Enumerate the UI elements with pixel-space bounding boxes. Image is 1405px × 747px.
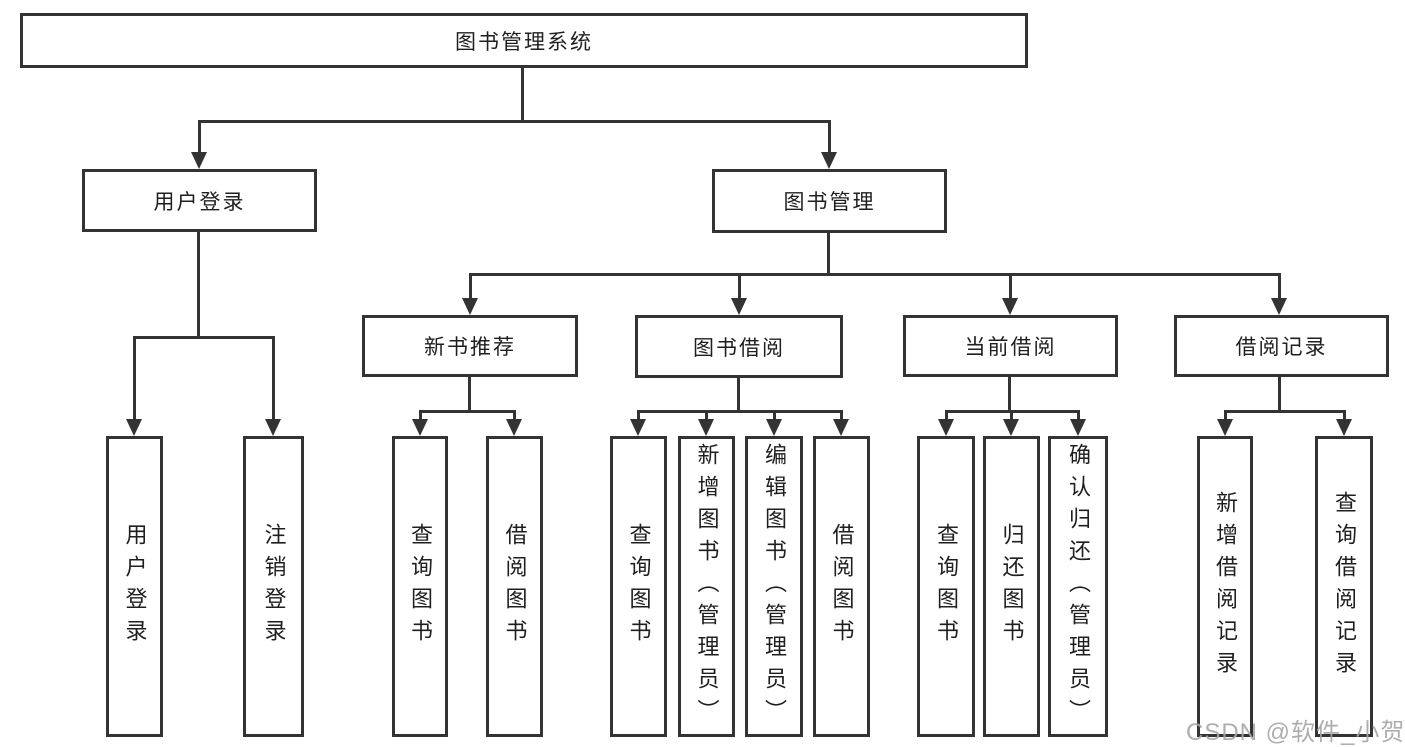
arrow-new-rec: [462, 298, 478, 315]
node-book-management: 图书管理: [712, 169, 947, 233]
edge-user-login-stem: [197, 230, 200, 338]
edge-drop-bb-edit: [773, 410, 776, 423]
edge-records-stem: [1278, 375, 1281, 413]
arrow-nr-query: [412, 419, 428, 436]
node-user-login: 用户登录: [82, 169, 317, 232]
arrow-cb-confirm: [1070, 419, 1086, 436]
edge-drop-leaf-logout: [272, 336, 275, 422]
edge-drop-cb-query: [945, 410, 948, 423]
arrow-user-login: [191, 152, 207, 169]
leaf-borrow-query-books: 查询图书: [610, 436, 667, 737]
arrow-book-mgmt: [821, 152, 837, 169]
arrow-nr-borrow: [506, 419, 522, 436]
edge-drop-book-mgmt: [828, 120, 831, 156]
edge-book-mgmt-stem: [827, 231, 830, 275]
edge-borrow-stem: [737, 376, 740, 413]
edge-drop-nr-query: [419, 410, 422, 423]
node-current-borrow: 当前借阅: [903, 315, 1118, 377]
edge-level1-branch: [198, 120, 830, 123]
leaf-newrec-query-books: 查询图书: [392, 436, 448, 737]
node-book-management-label: 图书管理: [783, 191, 876, 214]
edge-drop-records: [1278, 273, 1281, 301]
leaf-query-borrow-record: 查询借阅记录: [1315, 436, 1373, 737]
leaf-newrec-borrow-books: 借阅图书: [486, 436, 543, 737]
node-book-borrow: 图书借阅: [635, 315, 843, 378]
edge-user-login-branch: [133, 336, 273, 339]
arrow-borrow: [731, 298, 747, 315]
node-current-borrow-label: 当前借阅: [964, 336, 1057, 359]
leaf-add-borrow-record: 新增借阅记录: [1197, 436, 1253, 737]
leaf-confirm-return-admin: 确认归还（管理员）: [1048, 436, 1108, 737]
arrow-bb-borrow: [833, 419, 849, 436]
edge-drop-bb-borrow: [840, 410, 843, 423]
node-library-system-label: 图书管理系统: [455, 30, 593, 54]
arrow-leaf-logout: [265, 419, 281, 436]
leaf-user-login-label: 用户登录: [122, 522, 148, 651]
edge-new-rec-stem: [468, 375, 471, 413]
leaf-borrow-borrow-books: 借阅图书: [813, 436, 870, 737]
edge-records-branch: [1224, 410, 1345, 413]
leaf-return-book-label: 归还图书: [999, 522, 1025, 651]
arrow-bb-query: [630, 419, 646, 436]
leaf-return-book: 归还图书: [983, 436, 1040, 737]
leaf-borrow-query-books-label: 查询图书: [626, 522, 652, 651]
edge-drop-user-login: [198, 120, 201, 156]
arrow-leaf-user-login: [126, 419, 142, 436]
edge-new-rec-branch: [419, 410, 515, 413]
edge-drop-new-rec: [469, 273, 472, 301]
edge-level3-branch: [469, 273, 1281, 276]
edge-drop-bb-add: [705, 410, 708, 423]
edge-drop-nr-borrow: [513, 410, 516, 423]
watermark-text: CSDN @软件_小贺同学: [1186, 719, 1405, 746]
edge-drop-bb-query: [637, 410, 640, 423]
leaf-current-query-books: 查询图书: [917, 436, 975, 737]
node-borrow-records-label: 借阅记录: [1235, 336, 1328, 359]
leaf-current-query-books-label: 查询图书: [934, 522, 959, 651]
node-new-book-recommend: 新书推荐: [362, 315, 578, 377]
leaf-borrow-borrow-books-label: 借阅图书: [829, 522, 855, 651]
arrow-bb-add: [698, 419, 714, 436]
arrow-cb-query: [938, 419, 954, 436]
arrow-records: [1271, 298, 1287, 315]
arrow-bb-edit: [766, 419, 782, 436]
leaf-query-borrow-record-label: 查询借阅记录: [1332, 490, 1357, 683]
leaf-confirm-return-admin-label: 确认归还（管理员）: [1066, 442, 1091, 731]
edge-drop-borrow: [738, 273, 741, 301]
leaf-edit-book-admin-label: 编辑图书（管理员）: [762, 442, 787, 731]
leaf-add-book-admin: 新增图书（管理员）: [678, 436, 735, 737]
edge-borrow-branch: [637, 410, 842, 413]
leaf-add-borrow-record-label: 新增借阅记录: [1213, 490, 1238, 683]
arrow-current: [1002, 298, 1018, 315]
edge-drop-br-add: [1224, 410, 1227, 423]
arrow-br-query: [1336, 419, 1352, 436]
node-new-book-recommend-label: 新书推荐: [424, 336, 516, 359]
edge-drop-cb-confirm: [1077, 410, 1080, 423]
leaf-newrec-query-books-label: 查询图书: [408, 522, 433, 651]
leaf-edit-book-admin: 编辑图书（管理员）: [745, 436, 803, 737]
leaf-logout: 注销登录: [243, 436, 304, 737]
edge-drop-leaf-user-login: [133, 336, 136, 422]
arrow-cb-return: [1003, 419, 1019, 436]
arrow-br-add: [1217, 419, 1233, 436]
leaf-logout-label: 注销登录: [261, 522, 287, 651]
edge-drop-cb-return: [1010, 410, 1013, 423]
node-user-login-label: 用户登录: [153, 190, 246, 214]
edge-root-stem: [521, 66, 524, 123]
edge-drop-br-query: [1343, 410, 1346, 423]
leaf-add-book-admin-label: 新增图书（管理员）: [694, 442, 720, 731]
leaf-newrec-borrow-books-label: 借阅图书: [502, 522, 528, 651]
node-book-borrow-label: 图书借阅: [693, 336, 785, 360]
node-library-system: 图书管理系统: [20, 13, 1028, 68]
leaf-user-login: 用户登录: [106, 436, 163, 737]
edge-drop-current: [1009, 273, 1012, 301]
edge-current-stem: [1008, 375, 1011, 413]
node-borrow-records: 借阅记录: [1174, 315, 1389, 377]
